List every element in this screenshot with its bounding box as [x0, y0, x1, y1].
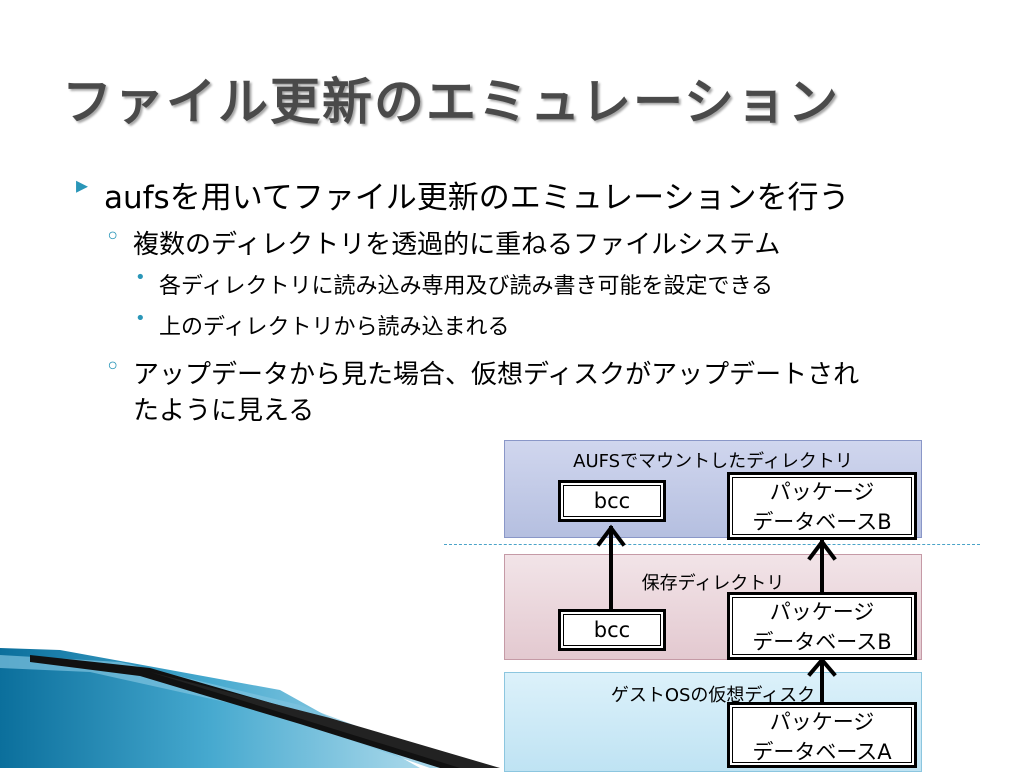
bullet-text: 各ディレクトリに読み込み専用及び読み書き可能を設定できる — [159, 274, 774, 299]
aufs-package-db-box: パッケージ データベースB — [727, 472, 917, 540]
save-bcc-box: bcc — [558, 609, 666, 651]
box-label-line1: パッケージ — [769, 710, 875, 734]
arrow-pkg-guest-to-save — [807, 656, 837, 706]
bullet-arrow-icon: ▸ — [76, 171, 89, 199]
bullet-level2: ◦ 複数のディレクトリを透過的に重ねるファイルシステム — [105, 222, 781, 261]
guest-layer-label: ゲストOSの仮想ディスク — [610, 685, 816, 706]
bullet-continuation: たように見える — [133, 390, 314, 427]
bullet-level3: • 各ディレクトリに読み込み専用及び読み書き可能を設定できる — [135, 267, 774, 300]
arrow-bcc-up — [596, 524, 626, 612]
box-label-line2: データベースB — [752, 630, 892, 654]
slide-title: ファイル更新のエミュレーション — [62, 73, 840, 131]
bullet-dot-icon: • — [135, 308, 146, 329]
bullet-text: アップデータから見た場合、仮想ディスクがアップデートされ — [133, 360, 860, 390]
bullet-text: aufsを用いてファイル更新のエミュレーションを行う — [104, 180, 850, 216]
bullet-level3: • 上のディレクトリから読み込まれる — [135, 308, 510, 341]
save-package-db-box: パッケージ データベースB — [727, 592, 917, 660]
bullet-dot-icon: • — [135, 267, 146, 288]
bullet-text: たように見える — [133, 396, 315, 426]
arrow-pkg-save-to-aufs — [807, 538, 837, 594]
box-label: bcc — [593, 618, 631, 642]
box-label-line1: パッケージ — [769, 600, 875, 624]
layer-divider — [444, 544, 980, 545]
bullet-level1: ▸ aufsを用いてファイル更新のエミュレーションを行う — [76, 171, 850, 217]
bullet-text: 複数のディレクトリを透過的に重ねるファイルシステム — [133, 230, 781, 260]
aufs-bcc-box: bcc — [558, 480, 666, 522]
box-label-line2: データベースB — [752, 510, 892, 534]
box-label: bcc — [593, 489, 631, 513]
guest-package-db-box: パッケージ データベースA — [727, 702, 917, 768]
box-label-line2: データベースA — [752, 740, 892, 764]
box-label-line1: パッケージ — [769, 480, 875, 504]
aufs-layer-label: AUFSでマウントしたディレクトリ — [573, 451, 853, 472]
bullet-circle-icon: ◦ — [105, 222, 121, 252]
save-layer-label: 保存ディレクトリ — [641, 573, 785, 594]
bullet-level2: ◦ アップデータから見た場合、仮想ディスクがアップデートされ — [105, 352, 860, 391]
bullet-text: 上のディレクトリから読み込まれる — [159, 315, 510, 340]
bullet-circle-icon: ◦ — [105, 352, 121, 382]
